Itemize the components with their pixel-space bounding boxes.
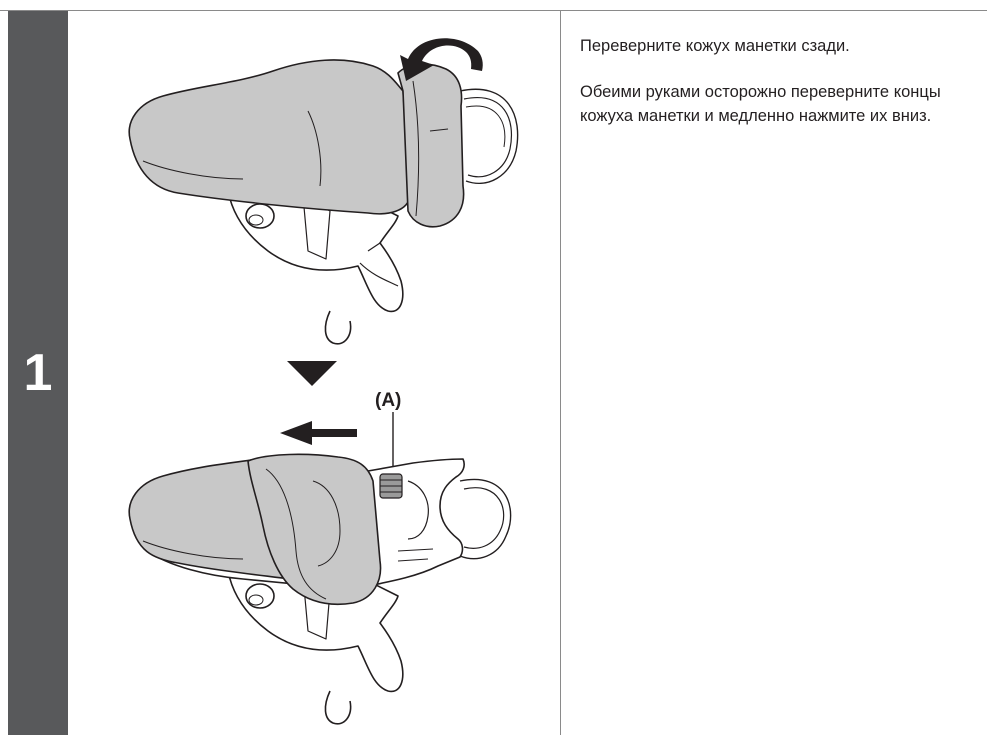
column-divider (560, 11, 561, 735)
callout-label-a: (A) (375, 390, 401, 411)
instructions-panel: Переверните кожух манетки сзади. Обеими … (580, 34, 975, 150)
step-number: 1 (8, 343, 68, 403)
instruction-body: Обеими руками осторожно переверните конц… (580, 80, 975, 128)
left-arrow-icon (280, 421, 357, 445)
shifter-bottom-figure (129, 454, 510, 723)
shifter-top-figure (129, 60, 517, 344)
down-triangle-icon (287, 361, 337, 386)
illustration-panel: (A) (68, 11, 560, 735)
instruction-heading: Переверните кожух манетки сзади. (580, 34, 975, 58)
shifter-illustration: (A) (68, 11, 560, 735)
